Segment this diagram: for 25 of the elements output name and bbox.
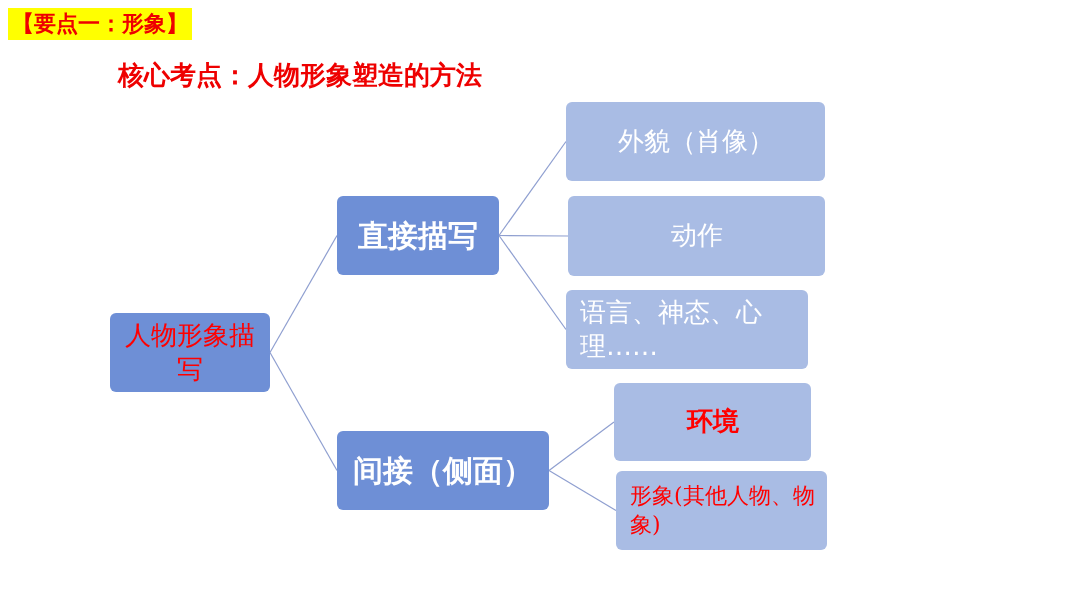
node-text: 间接（侧面） — [353, 452, 533, 490]
node-text: 直接描写 — [358, 217, 478, 255]
connector-line — [269, 234, 338, 354]
topic-box — [110, 313, 270, 392]
title: 核心考点：人物形象塑造的方法 — [118, 59, 482, 92]
topic-box — [566, 290, 808, 369]
connector-line — [269, 351, 338, 472]
node-text: 人物形象描写 — [124, 318, 256, 386]
heading-tag: 【要点一：形象】 — [8, 8, 192, 40]
node-text: 语言、神态、心理…… — [580, 295, 763, 363]
topic-box — [616, 471, 827, 550]
connector-line — [498, 140, 567, 237]
topic-box — [337, 431, 549, 510]
node-text: 形象(其他人物、物象) — [630, 481, 816, 539]
connector-line — [548, 421, 615, 472]
node-text: 外貌（肖像） — [617, 124, 774, 158]
topic-box — [568, 196, 825, 276]
connector-line — [548, 469, 617, 512]
topic-box — [337, 196, 499, 275]
topic-box — [614, 383, 811, 461]
connector-line — [498, 234, 567, 331]
connector-line — [498, 234, 569, 237]
node-text: 环境 — [686, 405, 739, 439]
node-text: 动作 — [670, 219, 723, 253]
topic-box — [566, 102, 825, 181]
